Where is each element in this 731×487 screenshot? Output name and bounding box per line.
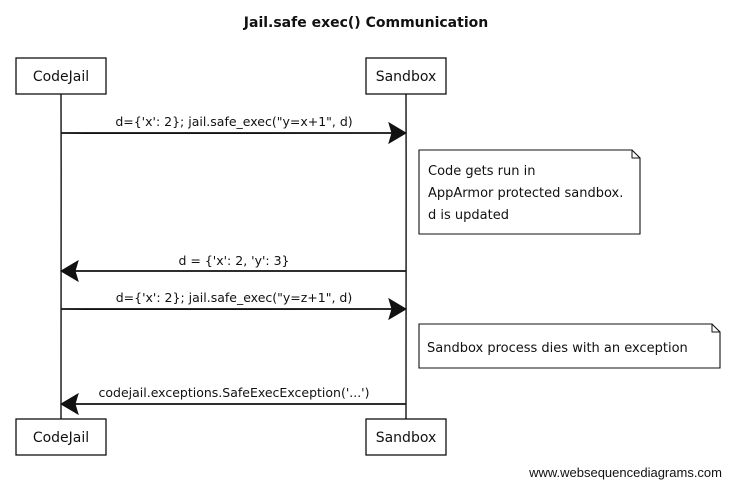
- sandbox-box-top: Sandbox: [365, 57, 447, 95]
- note-1: Code gets run in AppArmor protected sand…: [418, 149, 641, 235]
- watermark-link[interactable]: www.websequencediagrams.com: [528, 465, 722, 480]
- message-3: d={'x': 2}; jail.safe_exec("y=z+1", d): [61, 290, 407, 321]
- message-1-label: d={'x': 2}; jail.safe_exec("y=x+1", d): [115, 114, 352, 129]
- note-1-line-1: Code gets run in: [428, 164, 535, 179]
- message-4: codejail.exceptions.SafeExecException('.…: [60, 385, 406, 416]
- note-1-line-2: AppArmor protected sandbox.: [428, 186, 623, 201]
- diagram-title: Jail.safe exec() Communication: [243, 15, 488, 31]
- note-2-line-1: Sandbox process dies with an exception: [427, 341, 688, 356]
- codejail-box-bottom: CodeJail: [15, 418, 107, 456]
- sandbox-box-bottom: Sandbox: [365, 418, 447, 456]
- note-1-line-3: d is updated: [428, 208, 509, 223]
- note-2: Sandbox process dies with an exception: [418, 323, 721, 369]
- codejail-label-bottom: CodeJail: [33, 430, 89, 446]
- message-1: d={'x': 2}; jail.safe_exec("y=x+1", d): [61, 114, 407, 145]
- sandbox-label-top: Sandbox: [376, 69, 437, 85]
- codejail-label-top: CodeJail: [33, 69, 89, 85]
- message-2: d = {'x': 2, 'y': 3}: [60, 253, 406, 283]
- message-3-label: d={'x': 2}; jail.safe_exec("y=z+1", d): [116, 290, 353, 305]
- message-2-label: d = {'x': 2, 'y': 3}: [178, 253, 289, 268]
- sandbox-label-bottom: Sandbox: [376, 430, 437, 446]
- codejail-box-top: CodeJail: [15, 57, 107, 95]
- message-4-label: codejail.exceptions.SafeExecException('.…: [99, 385, 370, 400]
